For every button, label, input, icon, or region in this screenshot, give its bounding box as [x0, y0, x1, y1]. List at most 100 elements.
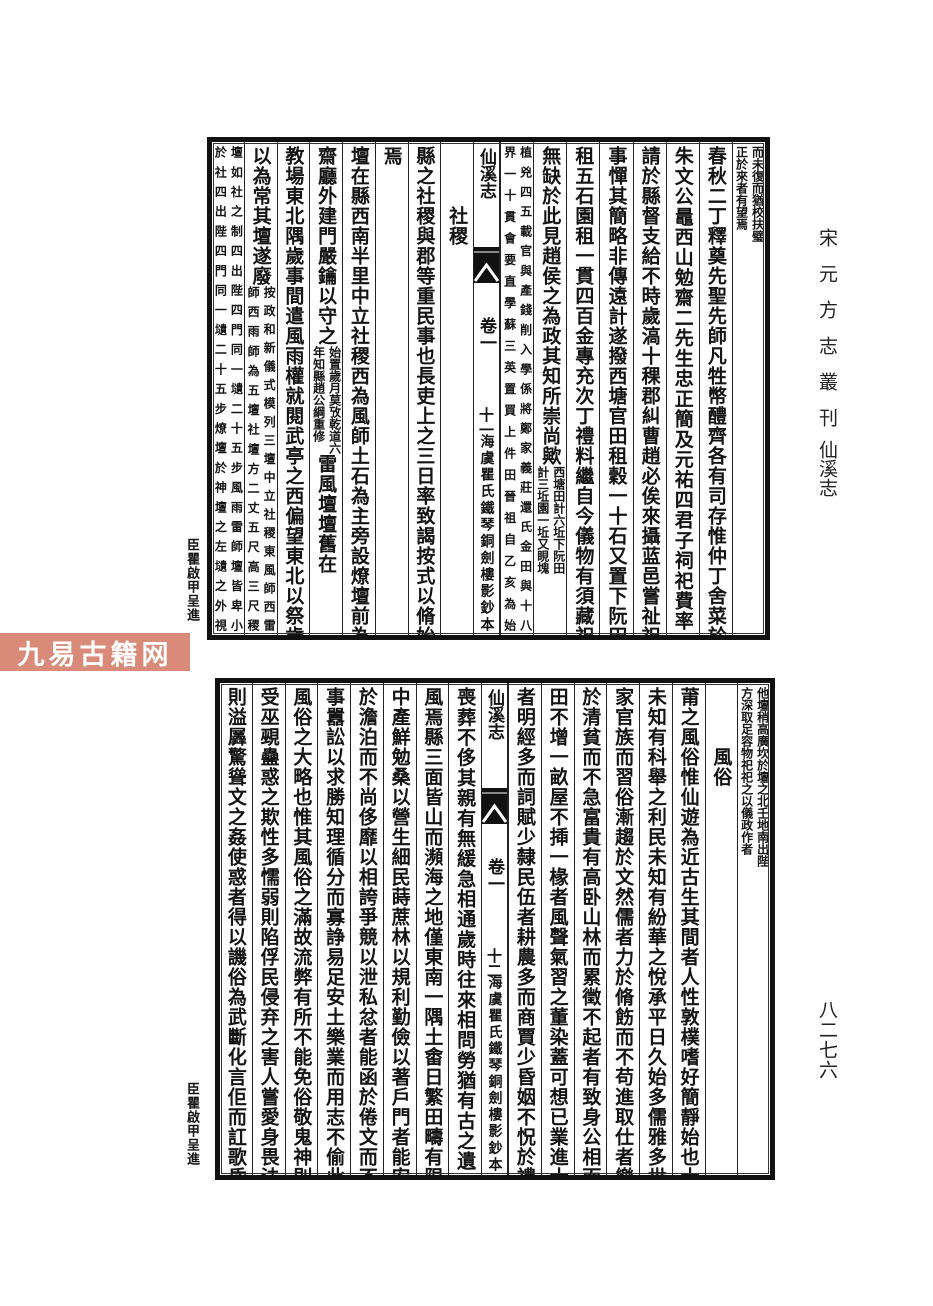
left-half-columns: 喪葬不侈其親有無緩急相通歲時往來相問勞猶有古之遺風焉縣三面皆山而瀕海之地僅東南一…	[220, 683, 481, 1175]
text-column: 無缺於此見趙侯之為政其知所崇尚歟西塘田計六坵下阮田計三坵園一坵又睍塊	[533, 142, 566, 635]
fishtail-ornament-icon	[481, 788, 508, 824]
fold-volume-wrap: 卷一	[482, 858, 507, 892]
presenter-note: 臣瞿啟甲呈進	[184, 538, 199, 622]
main-text: 縣之社稷與郡等重民事也長吏上之三日率致謁按式以脩始	[413, 146, 436, 635]
text-column: 壇如社之制四出陛四門同一壝二十五步風雨雷師壇皆卑小於社四出陛四門同一壝二十五步燎…	[212, 142, 244, 635]
note-line: 按政和新儀式模列三壇中立社稷東風師西雷	[262, 286, 277, 631]
main-text: 中產鮮勉桑以營生細民蒔蔗林以規利勤儉以著戶門者能安	[388, 687, 411, 1175]
text-column: 朱文公鼂西山勉齋二先生忠正簡及元祐四君子祠祀費率	[665, 142, 699, 635]
main-text: 田不增一畝屋不揷一椽者風聲氣習之董染蓋可想已業進士	[546, 687, 569, 1175]
fold-title: 仙溪志	[484, 689, 504, 740]
note-line: 年知縣趙公綱重修	[311, 346, 326, 442]
text-column: 家官族而習俗漸趨於文然儒者力於脩飭而不苟進取仕者樂	[606, 683, 639, 1175]
text-column: 租五石園租一貫四百金專充次丁禮料繼自今儀物有須藏祀	[566, 142, 599, 635]
main-text: 教場東北隅歲事間遣風雨權就閱武亭之西偏望東北以祭歲	[282, 146, 305, 635]
main-text: 風俗之大略也惟其風俗之滿故流弊有所不能免俗敬鬼神則	[290, 687, 313, 1175]
fold-title-wrap: 仙溪志	[474, 148, 499, 199]
text-column: 則溢羼驚聳文之姦使惑者得以譏俗為武斷化言佢而訌歌昏	[220, 683, 252, 1175]
interlinear-note: 按政和新儀式模列三壇中立社稷東風師西雷師西雨師為五壇社壇方二丈五尺高三尺稷	[245, 286, 276, 631]
text-column: 風俗之大略也惟其風俗之滿故流弊有所不能免俗敬鬼神則	[284, 683, 318, 1175]
text-column: 受巫覡蠱惑之欺性多懦弱則陷俘民侵弃之害人嘗愛身畏法	[251, 683, 285, 1175]
interlinear-note: 壇如社之制四出陛四門同一壝二十五步風雨雷師壇皆卑小於社四出陛四門同一壝二十五步燎…	[212, 146, 243, 631]
fold-volume-wrap: 卷一	[474, 317, 499, 351]
text-column: 而未復而猶校扶璧正於來者有望焉	[731, 142, 765, 635]
text-column: 春秋二丁釋奠先聖先師凡牲幣醴齊各有司存惟仲丁舍菜於	[698, 142, 732, 635]
main-text: 於清貧而不急富貴有高卧山林而累徵不起者有致身公相而	[579, 687, 602, 1175]
text-column: 請於縣督支給不時歲滈十稞郡糾曹趙必俟來攝蓝邑嘗祉祀	[632, 142, 666, 635]
main-text: 未知有科舉之利民未知有紛華之悅承平日久始多儒雅多世	[644, 687, 667, 1175]
text-column: 事囂訟以求勝知理循分而寡諍易足安土樂業而用志不偷此	[317, 683, 350, 1175]
fold-title-wrap: 仙溪志	[482, 689, 507, 740]
fold-edition-wrap: 海虞瞿氏鐵琴銅劍樓影鈔本	[474, 434, 499, 631]
text-column: 未知有科舉之利民未知有紛華之悅承平日久始多儒雅多世	[639, 683, 672, 1175]
note-line: 他壇稍高廣坎於壇之北壬地南出陛	[755, 687, 770, 867]
text-column: 壇在縣西南半里中立社稷西為風師土石為主旁設燎壇前為	[342, 142, 375, 635]
fold-edition-wrap: 海虞瞿氏鐵琴銅劍樓影鈔本	[482, 975, 507, 1171]
note-line: 植兇四五載官與產錢削入學係將鄭家義莊還氏金田與十八	[518, 146, 533, 631]
section-heading: 風俗	[710, 747, 733, 787]
main-text: 焉	[380, 146, 403, 166]
text-column: 者明經多而詞賦少隸民伍者耕農多而商賈少昏姻不怳於禮	[508, 683, 541, 1175]
interlinear-note: 西塘田計六坵下阮田計三坵園一坵又睍塊	[535, 466, 566, 574]
text-column: 中產鮮勉桑以營生細民蒔蔗林以規利勤儉以著戶門者能安	[382, 683, 416, 1175]
note-line: 始置歲月莫攷乾道六	[327, 346, 342, 454]
note-line: 於社四出陛四門同一壝二十五步燎壇於神壇之左壝之外視	[213, 146, 228, 631]
right-half-columns: 而未復而猶校扶璧正於來者有望焉春秋二丁釋奠先聖先師凡牲幣醴齊各有司存惟仲丁舍菜於…	[500, 142, 765, 635]
presenter-note: 臣瞿啟甲呈進	[184, 1082, 199, 1166]
text-column: 喪葬不侈其親有無緩急相通歲時往來相問勞猶有古之遺	[448, 683, 481, 1175]
text-column: 於清貧而不急富貴有高卧山林而累徵不起者有致身公相而	[573, 683, 607, 1175]
watermark-banner: 九易古籍网	[0, 633, 190, 671]
section-heading: 社稷	[446, 206, 469, 246]
text-column: 風焉縣三面皆山而瀕海之地僅東南一隅土畬日繁田疇有限	[415, 683, 449, 1175]
note-line: 西塘田計六坵下阮田	[551, 466, 566, 574]
main-text: 事憚其簡略非傳遠計遂撥西塘官田租穀一十石又置下阮田	[605, 146, 628, 635]
book-title: 仙溪志	[816, 440, 838, 497]
fold-title: 仙溪志	[476, 148, 496, 199]
left-half-columns: 社稷縣之社稷與郡等重民事也長吏上之三日率致謁按式以脩始焉壇在縣西南半里中立社稷西…	[212, 142, 473, 635]
text-column: 縣之社稷與郡等重民事也長吏上之三日率致謁按式以脩始	[407, 142, 441, 635]
series-title: 宋元方志叢刊	[816, 228, 838, 444]
main-text: 受巫覡蠱惑之欺性多懦弱則陷俘民侵弃之害人嘗愛身畏法	[257, 687, 280, 1175]
fold-volume: 卷一	[476, 317, 496, 351]
fold-edition: 海虞瞿氏鐵琴銅劍樓影鈔本	[486, 975, 503, 1171]
note-line: 正於來者有望焉	[734, 146, 749, 230]
main-text: 者明經多而詞賦少隸民伍者耕農多而商賈少昏姻不怳於禮	[513, 687, 536, 1175]
main-text: 春秋二丁釋奠先聖先師凡牲幣醴齊各有司存惟仲丁舍菜於	[704, 146, 727, 635]
main-text: 壇在縣西南半里中立社稷西為風師土石為主旁設燎壇前為	[347, 146, 370, 635]
note-line: 計三坵園一坵又睍塊	[535, 466, 550, 574]
block-center-column: 仙溪志卷一十二海虞瞿氏鐵琴銅劍樓影鈔本	[481, 683, 508, 1175]
note-line: 師西雨師為五壇社壇方二丈五尺高三尺稷	[246, 286, 261, 631]
text-column: 事憚其簡略非傳遠計遂撥西塘官田租穀一十石又置下阮田	[599, 142, 632, 635]
text-column: 田不增一畝屋不揷一椽者風聲氣習之董染蓋可想已業進士	[540, 683, 574, 1175]
main-text: 於澹泊而不尚侈靡以相誇爭競以泄私忿者能函於倦文而不	[355, 687, 378, 1175]
main-text: 齋廳外建門嚴鑰以守之	[315, 146, 338, 346]
text-column: 教場東北隅歲事間遣風雨權就閱武亭之西偏望東北以祭歲	[276, 142, 310, 635]
upper-leaf-panel: 社稷縣之社稷與郡等重民事也長吏上之三日率致謁按式以脩始焉壇在縣西南半里中立社稷西…	[207, 137, 770, 640]
note-line: 方深取足容物祀祀之以儀政作者	[739, 687, 754, 855]
fold-edition: 海虞瞿氏鐵琴銅劍樓影鈔本	[478, 434, 495, 631]
main-text: 家官族而習俗漸趨於文然儒者力於脩飭而不苟進取仕者樂	[612, 687, 635, 1175]
main-text: 喪葬不侈其親有無緩急相通歲時往來相問勞猶有古之遺	[454, 687, 477, 1171]
text-column: 風俗	[704, 683, 738, 1175]
note-line: 界一十貫會要直學蘇三英置買上件田晉祖自乙亥為始	[502, 146, 517, 631]
main-text: 則溢羼驚聳文之姦使惑者得以譏俗為武斷化言佢而訌歌昏	[224, 687, 247, 1175]
main-text: 莆之風俗惟仙遊為近古生其間者人性敦樸嗜好簡靜始也士	[677, 687, 700, 1175]
fold-volume: 卷一	[484, 858, 504, 892]
fold-leaf-number: 十一	[477, 407, 495, 437]
main-text: 朱文公鼂西山勉齋二先生忠正簡及元祐四君子祠祀費率	[671, 146, 694, 631]
main-text: 請於縣督支給不時歲滈十稞郡糾曹趙必俟來攝蓝邑嘗祉祀	[638, 146, 661, 635]
text-column: 社稷	[440, 142, 473, 635]
fold-leaf-number: 十二	[485, 948, 503, 978]
right-half-columns: 他壇稍高廣坎於壇之北壬地南出陛方深取足容物祀祀之以儀政作者風俗莆之風俗惟仙遊為近…	[508, 683, 770, 1175]
main-text: 雷風壇壇舊在	[315, 454, 338, 574]
main-text: 事囂訟以求勝知理循分而寡諍易足安土樂業而用志不偷此	[323, 687, 346, 1175]
text-column: 以為常其壇遂廢按政和新儀式模列三壇中立社稷東風師西雷師西雨師為五壇社壇方二丈五尺…	[243, 142, 277, 635]
fold-leaf-number-wrap: 十二	[482, 948, 507, 978]
fishtail-ornament-icon	[473, 247, 500, 283]
fold-leaf-number-wrap: 十一	[474, 407, 499, 437]
text-column: 齋廳外建門嚴鑰以守之始置歲月莫攷乾道六年知縣趙公綱重修雷風壇壇舊在	[309, 142, 342, 635]
main-text: 風焉縣三面皆山而瀕海之地僅東南一隅土畬日繁田疇有限	[421, 687, 444, 1175]
text-column: 他壇稍高廣坎於壇之北壬地南出陛方深取足容物祀祀之以儀政作者	[737, 683, 770, 1175]
page-number: 八二七六	[816, 1000, 838, 1080]
block-center-column: 仙溪志卷一十一海虞瞿氏鐵琴銅劍樓影鈔本	[473, 142, 500, 635]
